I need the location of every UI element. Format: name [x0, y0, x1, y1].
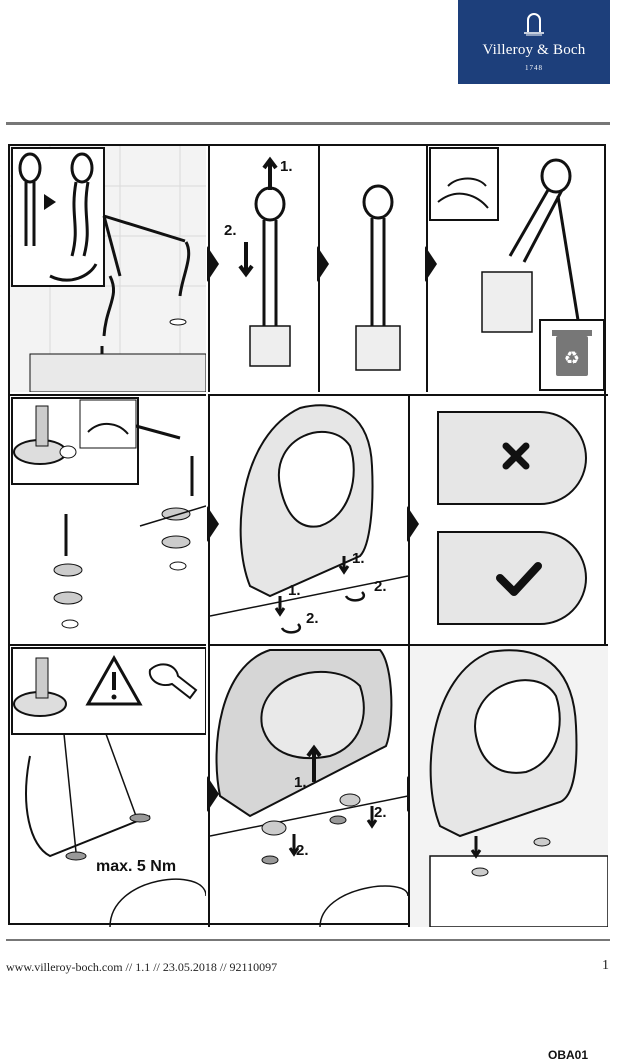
step-label-1: 1. — [352, 550, 365, 567]
step-arrow — [407, 506, 419, 542]
step-label-2: 2. — [224, 222, 237, 239]
panel-r2-c1 — [10, 394, 206, 644]
checkmark-icon — [496, 562, 542, 596]
brand-logo: Villeroy & Boch 1748 — [458, 0, 610, 84]
figure-code: OBA01 — [547, 1048, 588, 1062]
step-arrow — [207, 246, 219, 282]
step-label-2: 2. — [374, 578, 387, 595]
header-divider — [6, 122, 610, 125]
brand-year: 1748 — [525, 64, 543, 72]
footer-divider — [6, 939, 610, 941]
panel-r3-c3 — [408, 644, 608, 927]
page-number: 1 — [602, 958, 609, 973]
footer-text: www.villeroy-boch.com // 1.1 // 23.05.20… — [6, 960, 278, 974]
step-arrow — [425, 246, 437, 282]
step-label-1: 1. — [294, 774, 307, 791]
svg-text:♻: ♻ — [564, 348, 580, 369]
step-arrow — [207, 776, 219, 812]
cross-icon — [502, 442, 530, 470]
step-label-1: 1. — [280, 158, 293, 175]
panel-r1-c3 — [318, 146, 426, 392]
brand-name: Villeroy & Boch — [482, 42, 586, 58]
warning-triangle-icon — [85, 654, 143, 706]
panel-r3-c1 — [10, 644, 206, 927]
instruction-figure: 1. 2. ♻ — [8, 144, 608, 1062]
panel-r2-c3 — [408, 394, 608, 644]
step-label-2: 2. — [374, 804, 387, 821]
recycle-bin-icon: ♻ — [552, 330, 592, 376]
panel-r1-c2: 1. 2. — [208, 146, 318, 392]
brand-crest-icon — [524, 13, 544, 36]
step-arrow — [317, 246, 329, 282]
torque-label: max. 5 Nm — [96, 858, 177, 875]
wrench-icon — [148, 663, 198, 700]
step-label-1: 1. — [288, 582, 301, 599]
panel-r2-c2: 1. 2. 1. 2. — [208, 394, 408, 644]
panel-r3-c2: 1. 2. 2. — [208, 644, 408, 927]
step-label-2: 2. — [306, 610, 319, 627]
panel-r1-c1 — [10, 146, 206, 392]
panel-r1-c4: ♻ — [426, 146, 608, 392]
step-label-2: 2. — [296, 842, 309, 859]
step-arrow — [207, 506, 219, 542]
